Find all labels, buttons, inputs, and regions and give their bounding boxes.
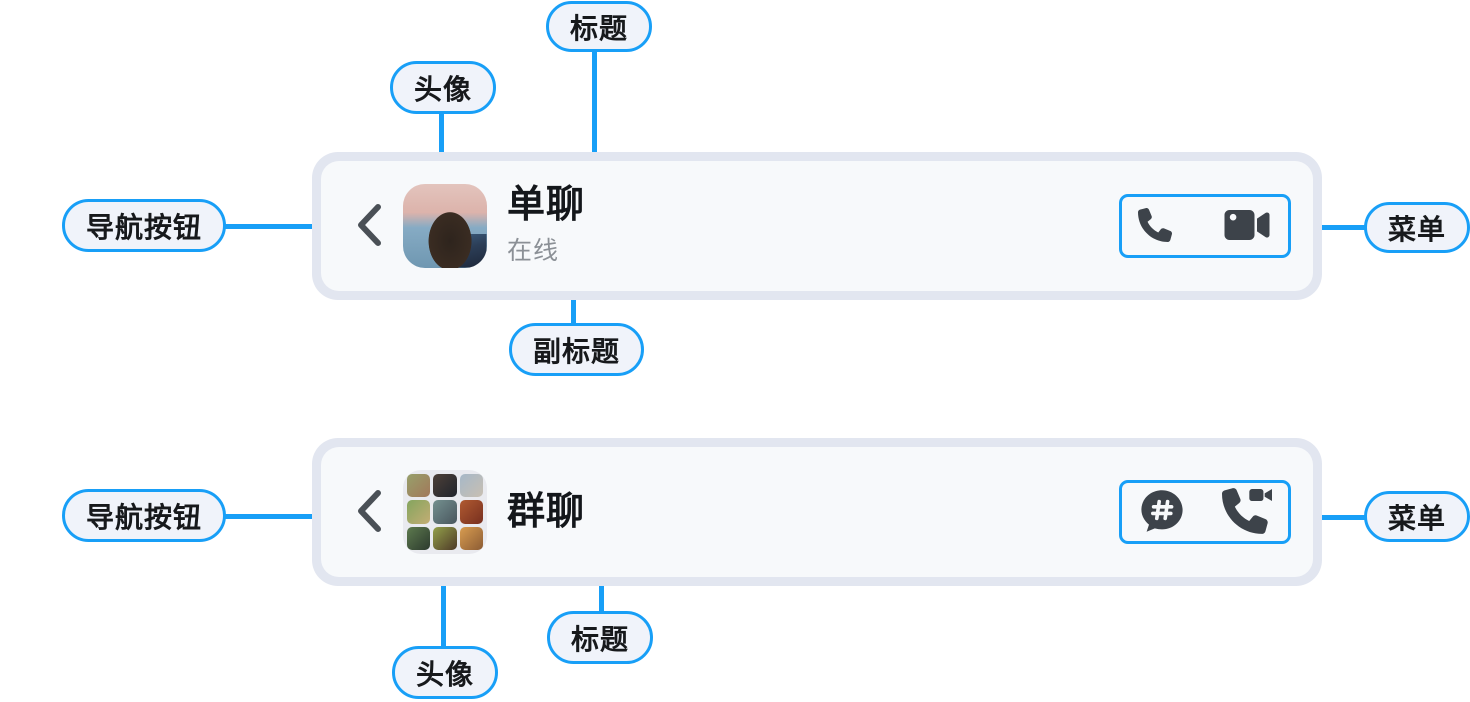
callout-label: 头像 <box>414 72 473 106</box>
group-avatar-cell <box>407 474 431 498</box>
chevron-left-icon <box>356 202 382 251</box>
header-menu <box>1119 480 1291 544</box>
connector-line <box>222 224 334 229</box>
back-button[interactable] <box>347 484 391 540</box>
single-chat-header: 单聊 在线 <box>312 152 1322 300</box>
title-block: 群聊 <box>507 489 586 534</box>
audio-call-button[interactable] <box>1138 207 1173 245</box>
callout-title-top: 标题 <box>546 1 653 52</box>
group-avatar-cell <box>433 500 457 524</box>
single-chat-header-inner: 单聊 在线 <box>321 161 1313 291</box>
callout-avatar-bottom: 头像 <box>392 646 499 699</box>
callout-label: 副标题 <box>533 334 621 368</box>
callout-label: 导航按钮 <box>86 500 203 534</box>
connector-line <box>1288 225 1366 230</box>
channel-button[interactable] <box>1138 487 1186 538</box>
group-avatar-cell <box>459 474 483 498</box>
group-avatar-cell <box>433 474 457 498</box>
callout-menu-bottom: 菜单 <box>1364 491 1470 542</box>
group-avatar-cell <box>459 526 483 550</box>
callout-title-bottom: 标题 <box>547 611 654 664</box>
chat-subtitle: 在线 <box>507 236 560 266</box>
callout-subtitle: 副标题 <box>509 323 645 376</box>
group-video-call-button[interactable] <box>1222 487 1272 537</box>
video-camera-icon <box>1222 205 1272 248</box>
connector-line <box>222 514 334 519</box>
avatar-image[interactable] <box>403 184 487 268</box>
group-avatar-cell <box>459 500 483 524</box>
connector-line <box>441 551 446 648</box>
callout-menu-top: 菜单 <box>1364 202 1470 253</box>
video-call-button[interactable] <box>1222 205 1272 248</box>
chevron-left-icon <box>356 488 382 537</box>
callout-label: 菜单 <box>1388 212 1447 246</box>
group-avatar-cell <box>407 500 431 524</box>
phone-icon <box>1138 207 1173 245</box>
callout-label: 导航按钮 <box>86 210 203 244</box>
callout-avatar-top: 头像 <box>390 61 497 114</box>
hash-channel-bubble-icon <box>1138 487 1186 538</box>
connector-line <box>1288 515 1366 520</box>
callout-label: 标题 <box>570 11 629 45</box>
title-block: 单聊 在线 <box>507 181 586 268</box>
header-menu <box>1119 194 1291 258</box>
chat-title: 群聊 <box>507 489 586 534</box>
chat-title: 单聊 <box>507 181 586 226</box>
callout-label: 头像 <box>416 657 475 691</box>
callout-label: 标题 <box>571 622 630 656</box>
group-avatar-image[interactable] <box>403 470 487 554</box>
group-avatar-cell <box>407 526 431 550</box>
group-chat-header-inner: 群聊 <box>321 447 1313 577</box>
group-avatar-cell <box>433 526 457 550</box>
phone-video-call-icon <box>1222 487 1272 537</box>
callout-nav-button-top: 导航按钮 <box>62 199 227 252</box>
callout-nav-button-bottom: 导航按钮 <box>62 489 227 542</box>
back-button[interactable] <box>347 198 391 254</box>
connector-line <box>592 50 597 213</box>
group-chat-header: 群聊 <box>312 438 1322 586</box>
callout-label: 菜单 <box>1388 501 1447 535</box>
